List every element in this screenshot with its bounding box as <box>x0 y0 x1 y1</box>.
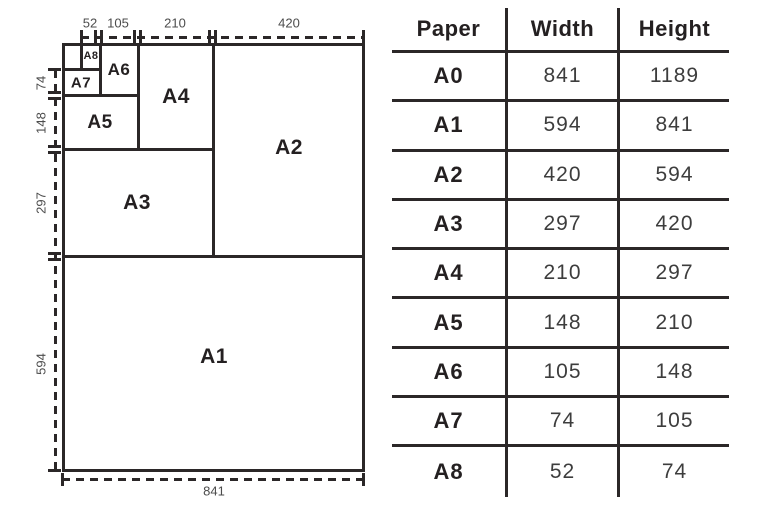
height-value-cell: 1189 <box>617 53 729 100</box>
table-row-a2: A2 420 594 <box>392 151 729 201</box>
left-dimension-line <box>54 70 57 472</box>
diagram-label-a1: A1 <box>200 345 228 368</box>
dimension-tick <box>48 258 61 261</box>
dimension-tick <box>48 97 61 100</box>
diagram-label-a6: A6 <box>107 60 131 79</box>
top-dim-label-52: 52 <box>82 15 98 31</box>
width-value-cell: 841 <box>505 53 617 100</box>
dimension-tick <box>48 68 61 71</box>
height-value-cell: 105 <box>617 398 729 445</box>
width-value-cell: 105 <box>505 348 617 396</box>
table-row-a5: A5 148 210 <box>392 299 729 349</box>
dimension-tick <box>362 473 365 486</box>
paper-name-cell: A2 <box>433 161 464 187</box>
table-row-a6: A6 105 148 <box>392 348 729 399</box>
paper-name-cell: A0 <box>433 63 464 89</box>
width-value-cell: 74 <box>505 398 617 445</box>
dimension-tick <box>48 469 61 472</box>
dimension-tick <box>133 30 136 43</box>
left-dim-label-74: 74 <box>33 75 49 91</box>
width-value-cell: 297 <box>505 200 617 248</box>
diagram-label-a4: A4 <box>162 85 190 108</box>
table-row-a7: A7 74 105 <box>392 398 729 448</box>
width-value-cell: 594 <box>505 102 617 149</box>
dimension-tick <box>61 473 64 486</box>
paper-name-cell: A3 <box>433 211 464 237</box>
paper-name-cell: A8 <box>433 459 464 485</box>
bottom-dim-label-841: 841 <box>203 483 225 499</box>
a4-left-divider <box>137 43 140 151</box>
width-value-cell: 52 <box>505 447 617 497</box>
paper-size-table: Paper Width Height A0 841 1189 A1 594 84… <box>392 8 729 497</box>
height-value-cell: 420 <box>617 200 729 248</box>
table-row-a8: A8 52 74 <box>392 447 729 497</box>
top-dimension-line <box>81 36 365 39</box>
header-height: Height <box>617 8 729 50</box>
header-paper: Paper <box>416 16 481 41</box>
height-value-cell: 74 <box>617 447 729 497</box>
dimension-tick <box>48 145 61 148</box>
table-row-a4: A4 210 297 <box>392 250 729 300</box>
paper-name-cell: A1 <box>433 112 464 138</box>
width-value-cell: 420 <box>505 151 617 198</box>
width-value-cell: 210 <box>505 250 617 297</box>
left-dim-label-148: 148 <box>33 112 49 134</box>
dimension-tick <box>80 30 83 43</box>
top-dim-label-420: 420 <box>278 15 300 31</box>
a8-left-divider <box>80 43 83 71</box>
dimension-tick <box>100 30 103 43</box>
table-header-row: Paper Width Height <box>392 8 729 53</box>
dimension-tick <box>214 30 217 43</box>
diagram-label-a8: A8 <box>83 50 99 62</box>
diagram-label-a2: A2 <box>275 136 303 159</box>
dimension-tick <box>139 30 142 43</box>
width-value-cell: 148 <box>505 299 617 346</box>
height-value-cell: 148 <box>617 348 729 396</box>
top-dim-label-210: 210 <box>164 15 186 31</box>
diagram-label-a7: A7 <box>70 74 92 92</box>
dimension-tick <box>48 151 61 154</box>
left-dim-label-297: 297 <box>33 192 49 214</box>
height-value-cell: 841 <box>617 102 729 149</box>
dimension-tick <box>94 30 97 43</box>
dimension-tick <box>48 91 61 94</box>
dimension-tick <box>362 30 365 43</box>
table-row-a1: A1 594 841 <box>392 102 729 152</box>
dimension-tick <box>208 30 211 43</box>
height-value-cell: 297 <box>617 250 729 297</box>
table-row-a0: A0 841 1189 <box>392 53 729 103</box>
height-value-cell: 210 <box>617 299 729 346</box>
left-dim-label-594: 594 <box>33 353 49 375</box>
diagram-label-a5: A5 <box>87 112 113 133</box>
table-row-a3: A3 297 420 <box>392 200 729 251</box>
top-dim-label-105: 105 <box>107 15 129 31</box>
bottom-dimension-line <box>62 478 365 481</box>
header-width: Width <box>505 8 617 50</box>
height-value-cell: 594 <box>617 151 729 198</box>
paper-name-cell: A5 <box>433 309 464 335</box>
paper-name-cell: A7 <box>433 408 464 434</box>
paper-name-cell: A4 <box>433 260 464 286</box>
dimension-tick <box>48 252 61 255</box>
diagram-label-a3: A3 <box>123 191 151 214</box>
paper-name-cell: A6 <box>433 358 464 384</box>
